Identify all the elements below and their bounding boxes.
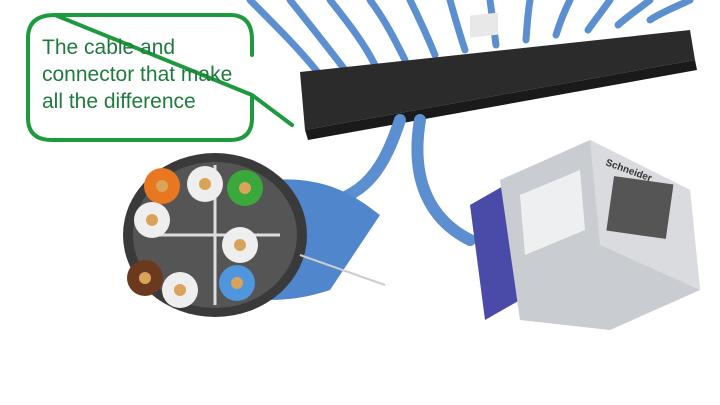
cable-cross-section: [123, 153, 386, 317]
patch-cables: [246, 0, 694, 79]
callout-text: The cable and connector that make all th…: [42, 36, 233, 113]
rj45-connector: Schneider: [470, 140, 700, 330]
patch-panel: [300, 12, 697, 140]
callout-bubble: [26, 13, 294, 142]
